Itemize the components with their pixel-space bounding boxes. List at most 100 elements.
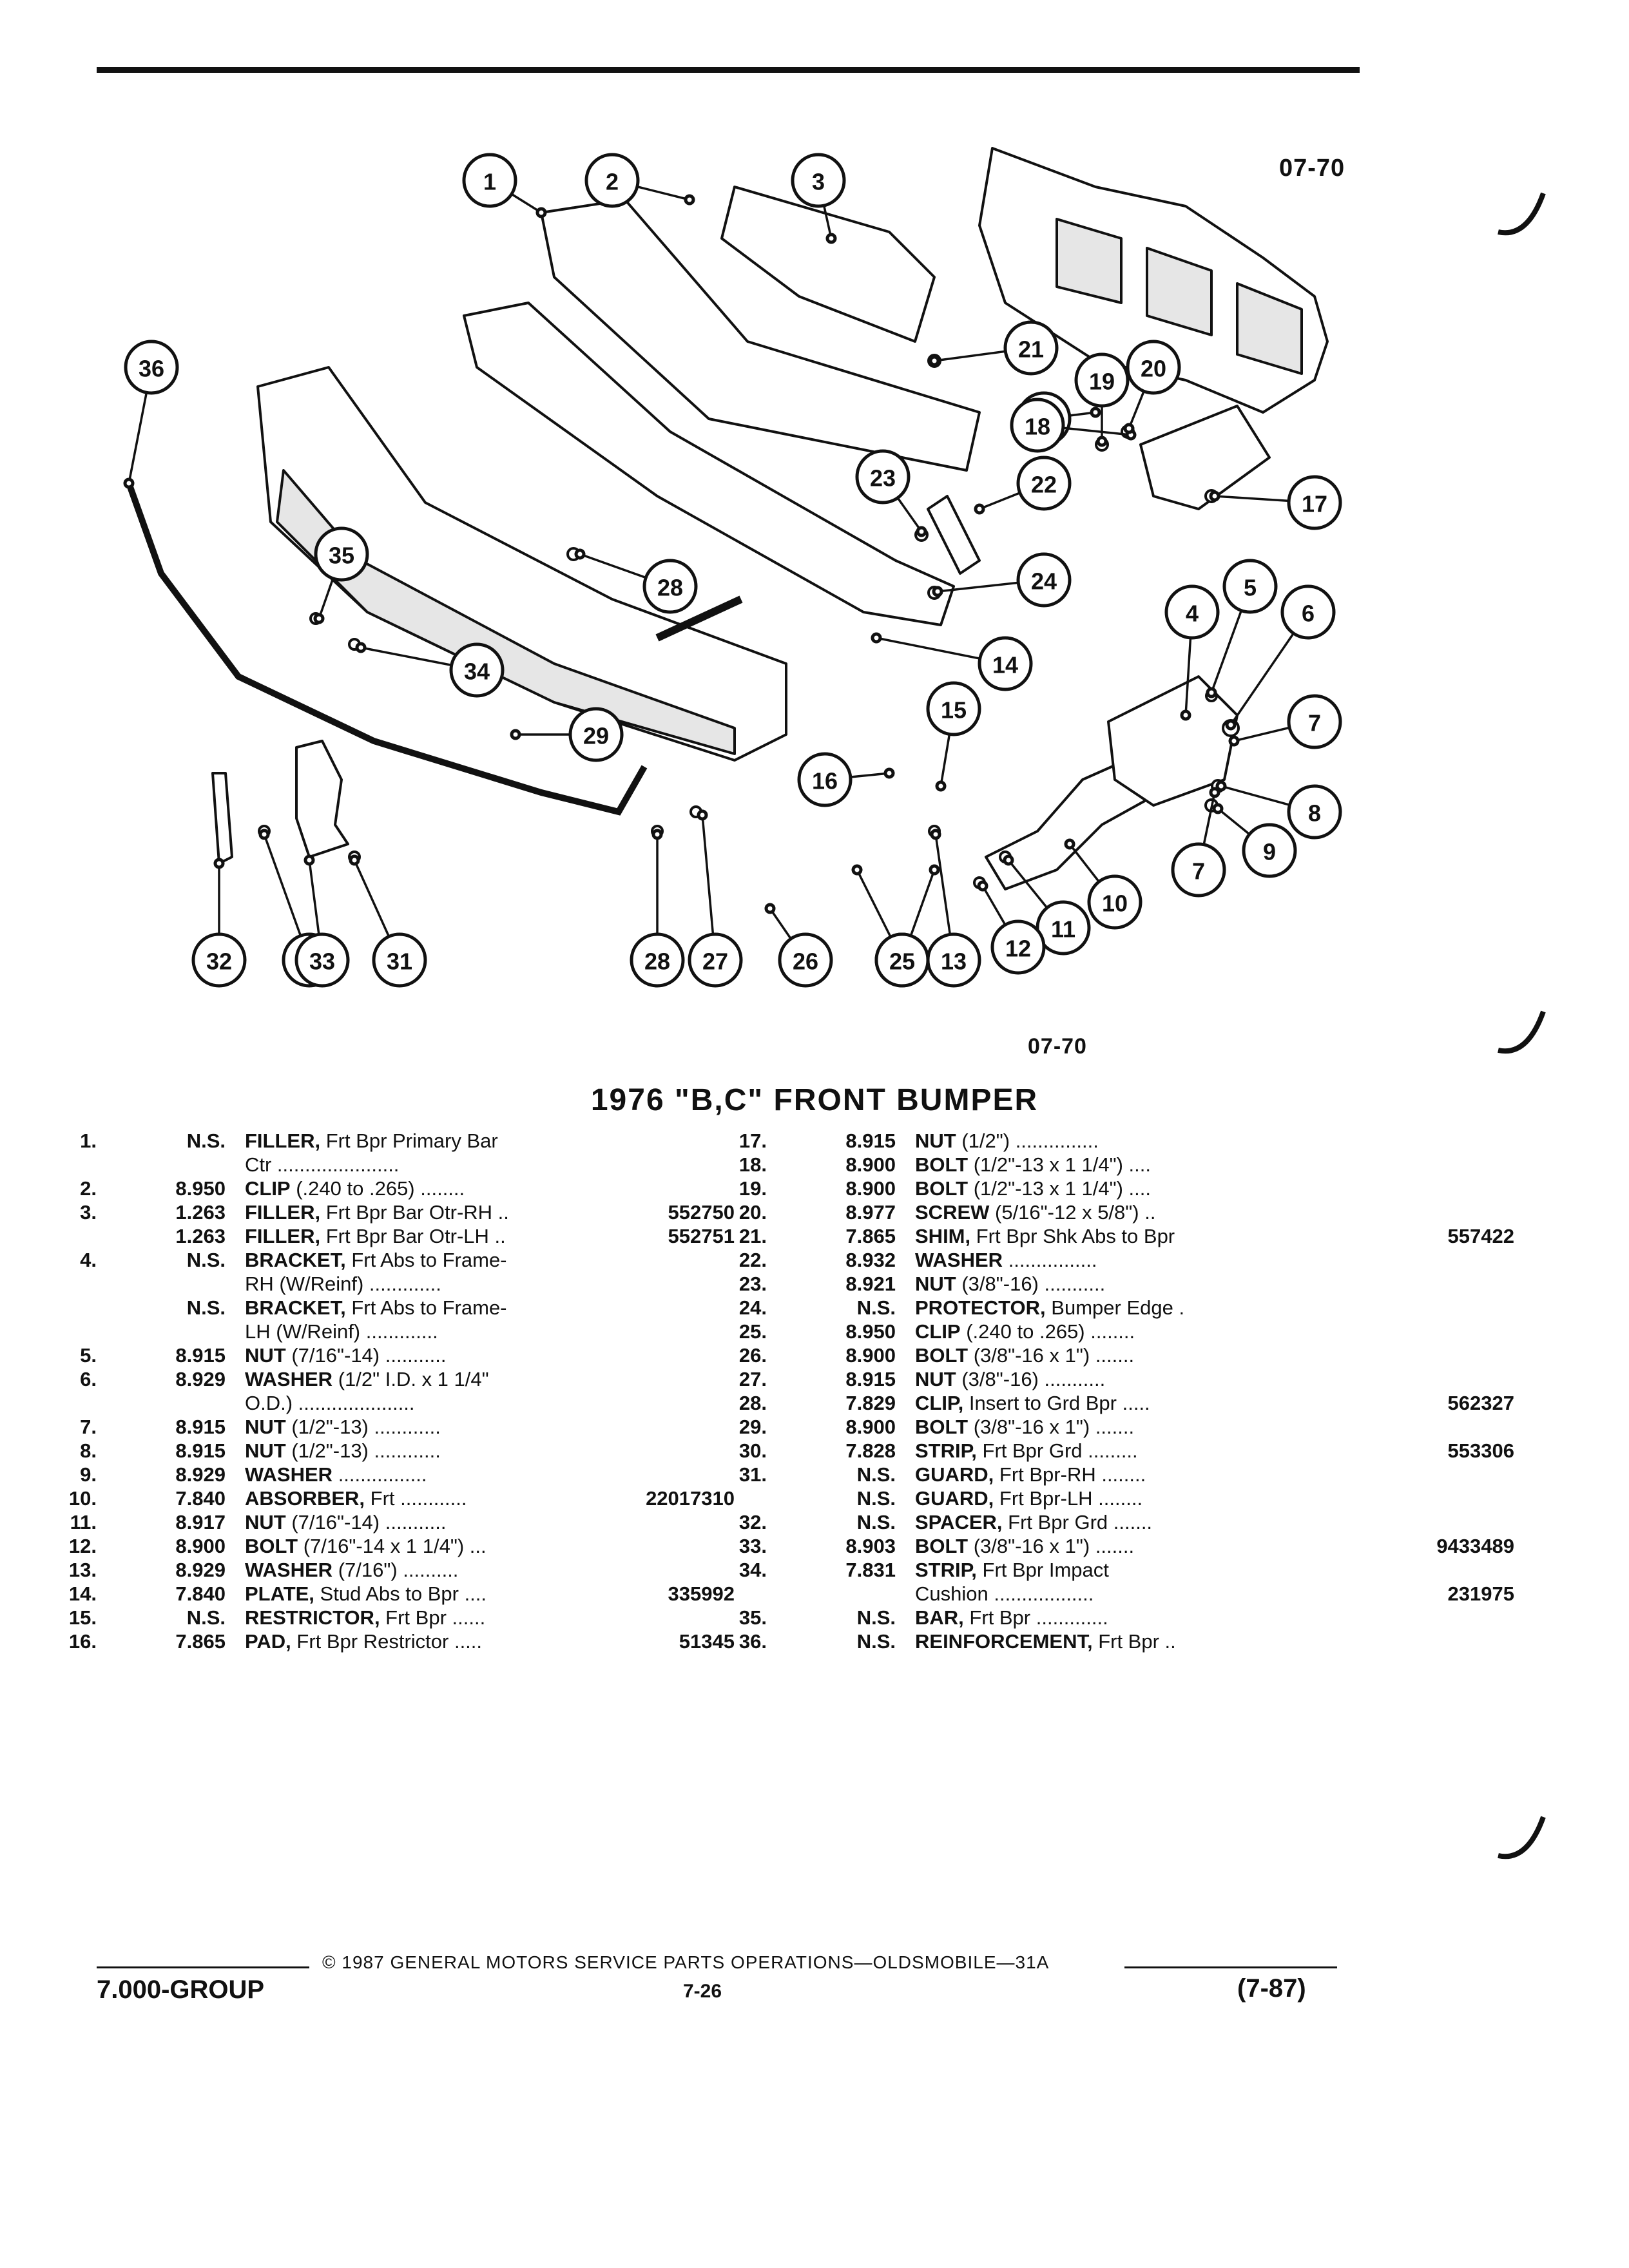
parts-row: N.S.GUARD, Frt Bpr-LH ........: [715, 1486, 1540, 1510]
callout-circle: [1287, 784, 1342, 840]
item-number: 21.: [738, 1225, 767, 1247]
group-number: N.S.: [186, 1296, 226, 1319]
group-number: 8.900: [175, 1535, 226, 1557]
part-description: REINFORCEMENT, Frt Bpr ..: [915, 1629, 1176, 1653]
leader-arrowhead: [1003, 854, 1014, 866]
leader-arrowhead: [1064, 838, 1075, 850]
item-number: 20.: [738, 1201, 767, 1224]
parts-row: Ctr ......................: [45, 1153, 747, 1177]
part-description: GUARD, Frt Bpr-LH ........: [915, 1486, 1142, 1510]
part-detail: (1/2"-13) ............: [285, 1416, 441, 1438]
callout-17: 17: [1209, 475, 1342, 530]
parts-row: 32.N.S.SPACER, Frt Bpr Grd .......: [715, 1510, 1540, 1534]
figure-code-top: 07-70: [1279, 155, 1345, 182]
group-number: 7.831: [845, 1559, 896, 1581]
group-number: 8.929: [175, 1559, 226, 1581]
part-detail: (1/2"-13 x 1 1/4") ....: [968, 1177, 1151, 1200]
callout-6: 6: [1225, 584, 1336, 731]
parts-row: 36.N.S.REINFORCEMENT, Frt Bpr ..: [715, 1629, 1540, 1653]
part-detail: Cushion ..................: [915, 1582, 1094, 1605]
callout-29: 29: [510, 707, 624, 762]
callout-4: 4: [1164, 584, 1220, 721]
callout-number: 35: [329, 543, 354, 569]
part-name: BAR,: [915, 1606, 964, 1629]
callout-circle: [1074, 352, 1130, 408]
part-detail: Frt Bpr Impact: [976, 1559, 1109, 1581]
item-number: 19.: [738, 1177, 767, 1200]
part-detail: (7/16"-14) ...........: [285, 1511, 447, 1533]
part-name: FILLER,: [245, 1201, 321, 1224]
callout-number: 21: [1018, 336, 1044, 363]
item-number: 15.: [68, 1606, 97, 1629]
part-detail: (3/8"-16) ...........: [956, 1368, 1106, 1390]
part-name: CLIP: [245, 1177, 291, 1200]
item-number: 8.: [80, 1439, 97, 1462]
group-number: N.S.: [856, 1606, 896, 1629]
part-detail: (3/8"-16 x 1") .......: [968, 1344, 1135, 1367]
headlamp-lens-left: [1055, 218, 1123, 304]
callout-12: 12: [977, 880, 1046, 975]
part-description: SCREW (5/16"-12 x 5/8") ..: [915, 1200, 1155, 1224]
callout-33: 33: [294, 854, 350, 988]
item-number: 32.: [738, 1511, 767, 1533]
part-name: NUT: [915, 1129, 956, 1152]
part-description: BAR, Frt Bpr .............: [915, 1606, 1108, 1629]
group-number: 8.915: [175, 1344, 226, 1367]
group-number: 7.829: [845, 1392, 896, 1414]
callout-circle: [294, 932, 350, 988]
callout-circle: [191, 932, 247, 988]
item-number: 6.: [80, 1368, 97, 1390]
callout-number: 18: [1025, 414, 1050, 440]
part-description: BRACKET, Frt Abs to Frame-: [245, 1296, 507, 1320]
item-number: 4.: [80, 1249, 97, 1271]
callout-circle: [1222, 559, 1278, 614]
leader-arrowhead: [916, 526, 927, 537]
part-description: FILLER, Frt Bpr Primary Bar: [245, 1129, 498, 1153]
bumper-guard: [295, 740, 349, 858]
parts-row: 4.N.S.BRACKET, Frt Abs to Frame-: [45, 1248, 747, 1272]
group-number: 8.915: [175, 1416, 226, 1438]
item-number: 17.: [738, 1129, 767, 1152]
part-description: Cushion ..................: [915, 1582, 1094, 1606]
callout-circle: [449, 642, 505, 698]
leader-arrowhead: [929, 355, 940, 367]
part-description: CLIP (.240 to .265) ........: [245, 1177, 465, 1200]
part-description: WASHER (1/2" I.D. x 1 1/4": [245, 1367, 489, 1391]
group-number: 8.900: [845, 1177, 896, 1200]
part-name: SPACER,: [915, 1511, 1003, 1533]
part-detail: Frt Bpr Primary Bar: [320, 1129, 498, 1152]
guard-strip: [211, 772, 233, 865]
callout-circle: [688, 932, 743, 988]
callout-8: 8: [1215, 780, 1342, 840]
group-number: 8.915: [845, 1129, 896, 1152]
callout-27: 27: [688, 809, 743, 988]
part-name: ABSORBER,: [245, 1487, 365, 1510]
part-name: GUARD,: [915, 1487, 994, 1510]
part-description: BOLT (3/8"-16 x 1") .......: [915, 1343, 1134, 1367]
leader-arrowhead: [304, 854, 315, 866]
part-number: 231975: [1447, 1582, 1514, 1605]
callout-number: 33: [309, 948, 335, 975]
callout-number: 6: [1302, 601, 1315, 627]
group-number: 7.840: [175, 1582, 226, 1605]
leader-arrowhead: [764, 903, 776, 914]
callout-number: 7: [1192, 858, 1205, 885]
item-number: 12.: [68, 1535, 97, 1557]
callout-circle: [124, 340, 179, 395]
callout-circle: [1171, 842, 1226, 898]
part-name: BOLT: [915, 1416, 969, 1438]
part-detail: (1/2" I.D. x 1 1/4": [333, 1368, 489, 1390]
leader-arrowhead: [1225, 719, 1237, 731]
part-detail: (3/8"-16) ...........: [956, 1273, 1106, 1295]
part-name: FILLER,: [245, 1225, 321, 1247]
part-description: FILLER, Frt Bpr Bar Otr-LH ..: [245, 1224, 506, 1248]
part-name: BOLT: [245, 1535, 298, 1557]
callout-number: 11: [1051, 916, 1075, 943]
part-detail: (7/16") ..........: [333, 1559, 459, 1581]
footer-page-number: 7-26: [683, 1981, 722, 2002]
